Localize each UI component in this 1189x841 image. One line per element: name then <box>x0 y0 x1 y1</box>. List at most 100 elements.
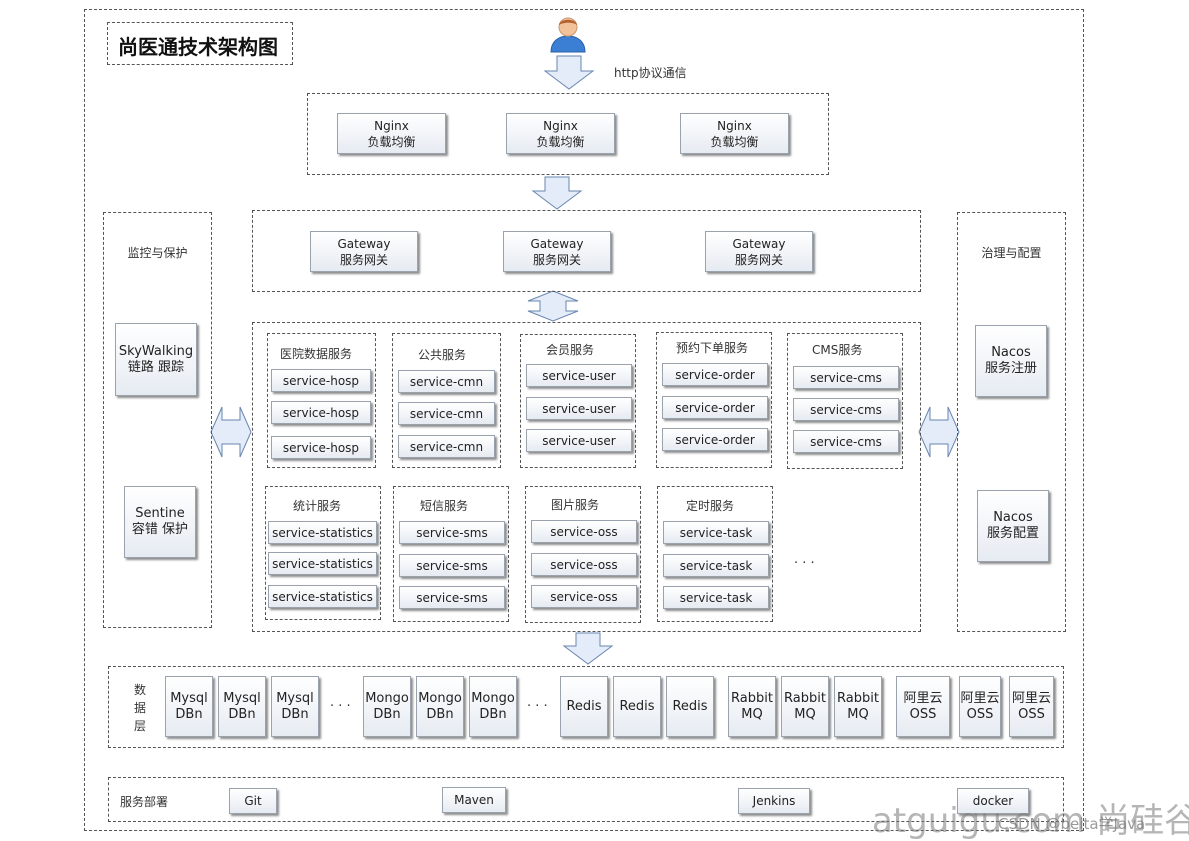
service-instance: service-cmn <box>398 370 495 393</box>
nginx-sub: 负载均衡 <box>536 134 585 149</box>
data-store-node: Redis <box>560 676 608 737</box>
protocol-label: http协议通信 <box>614 66 687 80</box>
data-store-line2: OSS <box>909 706 937 722</box>
data-store-line2: DBn <box>175 706 203 722</box>
service-group <box>520 334 636 468</box>
gateway-node: Gateway 服务网关 <box>310 231 418 272</box>
service-instance: service-sms <box>399 521 505 544</box>
service-instance: service-hosp <box>271 436 371 459</box>
service-instance: service-user <box>526 429 632 452</box>
service-instance: service-sms <box>399 554 505 577</box>
service-group <box>265 486 381 620</box>
maven-node: Maven <box>442 787 506 813</box>
service-group-title: 图片服务 <box>551 498 600 512</box>
monitor-item-name: SkyWalking <box>118 343 194 359</box>
nginx-name: Nginx <box>717 118 752 133</box>
monitor-item-sub: 链路 跟踪 <box>127 359 185 375</box>
data-layer-label: 数 据 层 <box>133 681 147 735</box>
data-layer-label-char: 数 <box>133 683 146 697</box>
nginx-node: Nginx 负载均衡 <box>680 113 789 154</box>
data-store-line1: 阿里云 <box>903 690 943 706</box>
data-layer-section <box>108 666 1064 748</box>
monitor-item-sub: 容错 保护 <box>131 522 189 537</box>
service-instance: service-order <box>662 363 768 386</box>
data-store-line1: Mongo <box>418 690 462 706</box>
data-store-line2: DBn <box>228 706 256 722</box>
title-box: 尚医通技术架构图 <box>107 22 293 65</box>
deploy-section <box>108 777 1064 822</box>
arrow-down-icon <box>562 632 614 665</box>
git-node: Git <box>229 788 277 814</box>
watermark-main: atguigu.com 尚硅谷 <box>872 801 1189 841</box>
arrow-down-icon <box>531 176 583 210</box>
service-group <box>525 486 641 623</box>
data-layer-ellipsis: · · · <box>330 699 351 714</box>
data-layer-label-char: 层 <box>133 719 146 733</box>
skywalking-node: SkyWalking 链路 跟踪 <box>115 323 197 396</box>
data-store-line2: DBn <box>426 706 454 722</box>
service-instance: service-statistics <box>268 552 377 575</box>
service-group <box>267 333 376 468</box>
data-store-line1: 阿里云 <box>960 690 1000 706</box>
data-store-line2: MQ <box>847 706 869 722</box>
monitor-title: 监控与保护 <box>127 246 188 260</box>
service-instance: service-hosp <box>271 369 371 392</box>
service-group-title: 统计服务 <box>293 499 342 513</box>
data-store-line1: 阿里云 <box>1011 690 1051 706</box>
page-title: 尚医通技术架构图 <box>118 35 278 59</box>
service-group-title: 短信服务 <box>420 499 469 513</box>
governance-item-sub: 服务配置 <box>986 526 1039 541</box>
data-store-line2: MQ <box>794 706 816 722</box>
user-icon <box>550 17 586 53</box>
nginx-name: Nginx <box>543 118 578 133</box>
service-instance: service-task <box>663 521 769 544</box>
governance-item-name: Nacos <box>991 345 1031 360</box>
nginx-section <box>307 93 829 175</box>
data-store-line1: Redis <box>619 698 655 714</box>
nginx-name: Nginx <box>374 118 409 133</box>
arrow-down-icon <box>543 55 595 90</box>
service-instance: service-hosp <box>271 401 371 424</box>
microservice-section <box>252 322 921 632</box>
data-layer-label-char: 据 <box>133 701 146 715</box>
service-instance: service-user <box>526 364 632 387</box>
data-store-line1: Mysql <box>170 690 208 706</box>
sentinel-node: Sentine 容错 保护 <box>124 486 196 558</box>
gateway-name: Gateway <box>732 236 786 251</box>
data-store-line1: Rabbit <box>731 690 773 706</box>
nginx-sub: 负载均衡 <box>710 134 759 149</box>
service-instance: service-oss <box>531 520 637 543</box>
outer-frame <box>84 9 1084 831</box>
gateway-sub: 服务网关 <box>339 252 388 267</box>
service-group-title: CMS服务 <box>812 343 863 357</box>
gateway-section <box>252 210 921 292</box>
service-instance: service-user <box>526 397 632 420</box>
service-instance: service-oss <box>531 553 637 576</box>
service-instance: service-oss <box>531 585 637 608</box>
governance-item-sub: 服务注册 <box>984 361 1037 376</box>
service-instance: service-cmn <box>398 435 495 458</box>
watermark-sub: CSDN @beita学Java <box>998 815 1146 833</box>
service-group-title: 会员服务 <box>546 343 595 357</box>
service-instance: service-sms <box>399 586 505 609</box>
service-instance: service-cms <box>793 430 899 453</box>
nginx-node: Nginx 负载均衡 <box>337 113 446 154</box>
monitor-panel <box>103 212 212 628</box>
data-store-line1: Redis <box>566 698 602 714</box>
governance-title: 治理与配置 <box>981 246 1042 260</box>
horizontal-double-arrow-icon <box>918 406 960 458</box>
data-layer-ellipsis: · · · <box>527 699 548 714</box>
bidirectional-arrow-icon <box>527 290 579 322</box>
service-group <box>657 486 773 622</box>
service-instance: service-cmn <box>398 402 495 425</box>
data-store-node: Redis <box>613 676 661 737</box>
